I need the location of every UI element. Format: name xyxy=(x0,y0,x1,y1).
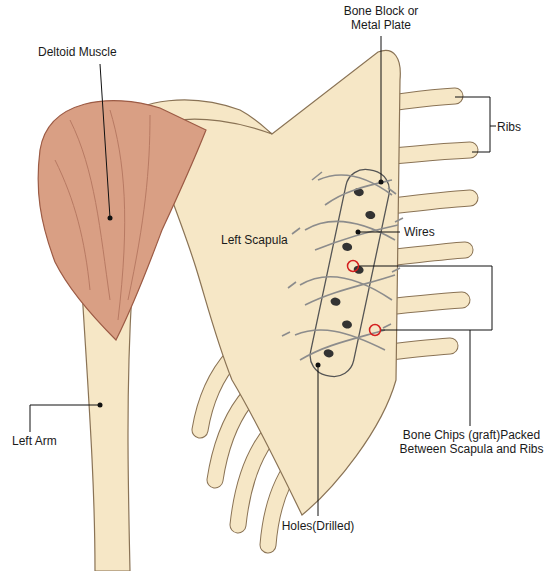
humerus-bone xyxy=(82,290,132,571)
leader-line xyxy=(381,36,382,182)
part-label: Ribs xyxy=(497,120,547,134)
part-label: Left Scapula xyxy=(221,233,321,247)
muscle-fiber xyxy=(55,160,90,290)
muscle-fiber xyxy=(128,115,150,300)
leader-line xyxy=(358,232,400,233)
drilled-hole xyxy=(341,320,352,330)
leader-dot xyxy=(98,403,103,408)
leader-dot xyxy=(108,216,113,221)
wire xyxy=(305,275,395,305)
muscle-fiber xyxy=(70,120,110,300)
graft-marker xyxy=(370,325,381,336)
leader-line xyxy=(100,64,110,218)
part-label: Bone Block or Metal Plate xyxy=(335,4,427,32)
deltoid-muscle xyxy=(38,101,206,340)
part-label: Deltoid Muscle xyxy=(38,45,148,59)
part-label: Bone Chips (graft)Packed Between Scapula… xyxy=(399,428,544,456)
leader-line xyxy=(318,365,319,516)
drilled-hole xyxy=(365,210,376,220)
leader-dot xyxy=(316,363,321,368)
drilled-hole xyxy=(330,297,341,307)
wire xyxy=(325,180,392,205)
drilled-hole xyxy=(323,348,334,358)
leader-line xyxy=(30,405,100,432)
drilled-hole xyxy=(341,242,352,252)
bracket xyxy=(455,97,496,152)
graft-marker xyxy=(348,261,359,272)
wire-twist xyxy=(282,172,403,336)
part-label: Holes(Drilled) xyxy=(268,519,368,533)
wire xyxy=(315,225,398,250)
part-label: Left Arm xyxy=(12,434,92,448)
leader-line xyxy=(359,266,492,426)
leader-dot-group xyxy=(98,180,384,408)
muscle-fiber xyxy=(110,110,125,320)
leader-dot xyxy=(356,230,361,235)
leader-dot xyxy=(379,180,384,185)
part-label: Wires xyxy=(404,225,464,239)
